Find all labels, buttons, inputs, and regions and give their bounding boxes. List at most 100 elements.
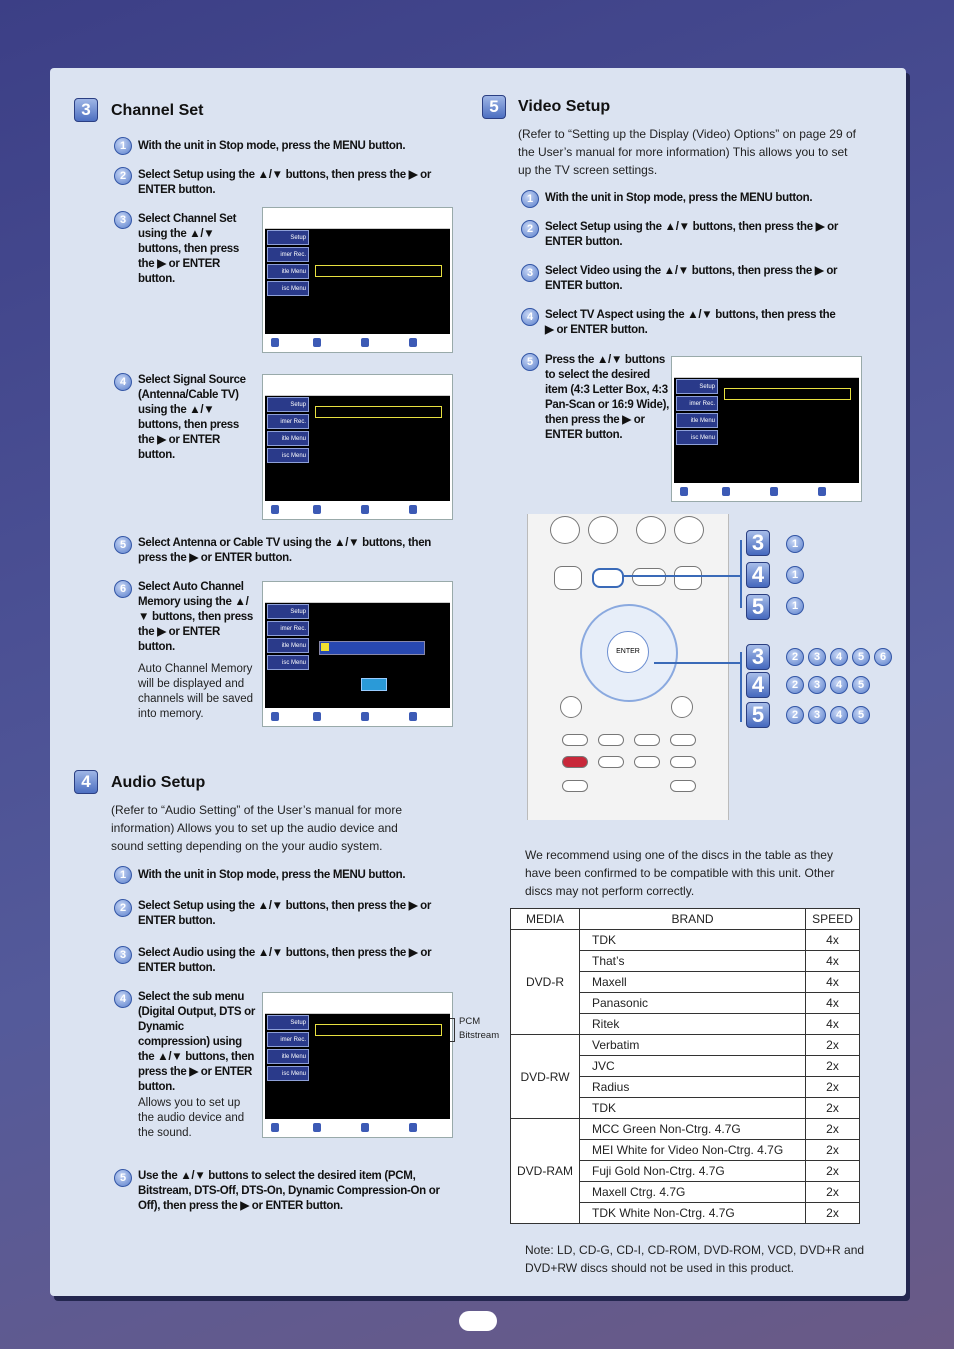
osd-highlight [724,388,851,400]
channel-step-6: Select Auto Channel Memory using the ▲/▼… [138,581,253,653]
step-number: 5 [114,1169,132,1187]
brand-cell: JVC [578,1055,807,1077]
section-title-channel-set: Channel Set [111,102,204,119]
step-number: 5 [114,536,132,554]
step-number: 1 [114,866,132,884]
audio-step-2: Select Setup using the ▲/▼ buttons, then… [138,900,432,927]
speed-cell: 2x [805,1034,860,1056]
section-map-number: 3 [746,644,770,670]
step-number: 5 [521,353,539,371]
step-number: 2 [114,899,132,917]
osd-disc-tab: isc Menu [267,448,309,463]
osd-disc-tab: isc Menu [676,430,718,445]
video-step-1: With the unit in Stop mode, press the ME… [545,192,813,204]
speed-cell: 4x [805,992,860,1014]
record-button [562,756,588,768]
brand-cell: Verbatim [578,1034,807,1056]
speed-cell: 2x [805,1160,860,1182]
osd-title-tab: itle Menu [267,638,309,653]
brand-cell: MCC Green Non-Ctrg. 4.7G [578,1118,807,1140]
recommend-text: We recommend using one of the discs in t… [525,848,835,898]
osd-disc-tab: isc Menu [267,281,309,296]
osd-highlight [315,1024,442,1036]
speed-cell: 2x [805,1118,860,1140]
step-number: 4 [114,990,132,1008]
osd-title-tab: itle Menu [267,431,309,446]
remote-button [670,756,696,768]
step-number: 3 [114,946,132,964]
section-map-number: 3 [746,530,770,556]
brand-cell: MEI White for Video Non-Ctrg. 4.7G [578,1139,807,1161]
osd-progress-fill [321,643,329,651]
channel-step-3: Select Channel Set using the ▲/▼ buttons… [138,213,240,285]
remote-button [598,756,624,768]
section-title-audio-setup: Audio Setup [111,774,206,791]
callout-bracket [450,1018,455,1042]
brand-cell: TDK [578,929,807,951]
step-number: 3 [114,211,132,229]
speed-cell: 2x [805,1076,860,1098]
media-cell: DVD-R [510,929,580,1035]
speed-cell: 4x [805,929,860,951]
section-title-video-setup: Video Setup [518,98,611,115]
step-map-number: 5 [852,676,870,694]
brand-cell: Radius [578,1076,807,1098]
section-map-number: 5 [746,594,770,620]
pointer-line [740,652,742,722]
osd-progress-bar [319,641,425,655]
page-number-badge [459,1311,497,1331]
section-map-number: 4 [746,672,770,698]
osd-setup-tab: Setup [267,397,309,412]
step-map-number: 1 [786,566,804,584]
section-map-number: 5 [746,702,770,728]
step-map-number: 5 [852,648,870,666]
step-number: 6 [114,580,132,598]
step-map-number: 1 [786,535,804,553]
osd-title-tab: itle Menu [676,413,718,428]
step-map-number: 6 [874,648,892,666]
remote-button [632,568,666,586]
enter-button: ENTER [607,631,649,673]
remote-button [562,780,588,792]
callout-pcm: PCM [459,1016,481,1027]
return-button [560,696,582,718]
osd-setup-tab: Setup [267,1015,309,1030]
video-step-3: Select Video using the ▲/▼ buttons, then… [545,265,838,292]
media-cell: DVD-RAM [510,1118,580,1224]
remote-control-illustration: ENTER [527,514,729,820]
remote-button [598,734,624,746]
header-media: MEDIA [510,908,580,930]
remote-button [674,566,702,590]
speed-cell: 2x [805,1202,860,1224]
step-map-number: 2 [786,648,804,666]
step-number: 1 [114,137,132,155]
osd-screen-channel-set: Setup imer Rec. itle Menu isc Menu [262,207,453,353]
step-number: 3 [521,264,539,282]
audio-step-4: Select the sub menu (Digital Output, DTS… [138,991,256,1093]
step-map-number: 1 [786,597,804,615]
fast-forward-button [674,516,704,544]
callout-bitstream: Bitstream [459,1030,500,1041]
audio-intro: (Refer to “Audio Setting” of the User’s … [111,803,403,853]
info-button [671,696,693,718]
osd-screen-signal-source: Setup imer Rec. itle Menu isc Menu [262,374,453,520]
section-number-video-setup: 5 [482,95,506,119]
header-speed: SPEED [805,908,860,930]
osd-timer-tab: imer Rec. [267,414,309,429]
speed-cell: 4x [805,950,860,972]
table-header-row: MEDIA BRAND SPEED [510,908,860,930]
step-map-number: 3 [808,648,826,666]
osd-timer-tab: imer Rec. [676,396,718,411]
step-number: 2 [521,220,539,238]
pointer-line [622,575,740,577]
step-map-number: 3 [808,676,826,694]
step-map-number: 4 [830,706,848,724]
osd-ok-box [361,678,387,691]
video-intro: (Refer to “Setting up the Display (Video… [518,127,856,177]
remote-button [670,780,696,792]
